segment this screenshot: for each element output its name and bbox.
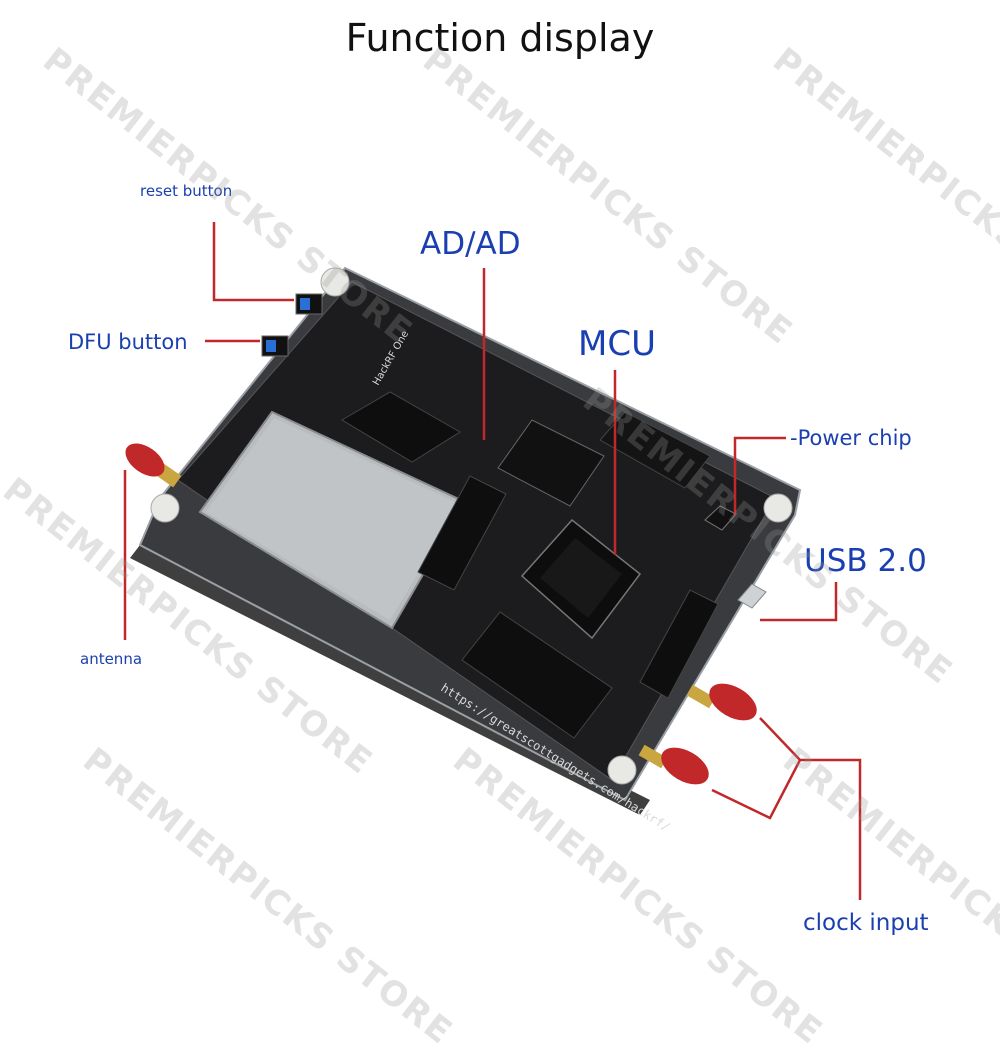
standoff-left [150, 493, 180, 523]
usb-label: USB 2.0 [804, 543, 927, 579]
hackrf-board-illustration: https://greatscottgadgets.com/hackrf/ Ha… [123, 222, 862, 900]
usb-leader [760, 582, 838, 622]
clock-input-connectors [638, 683, 757, 785]
power-chip-label: -Power chip [790, 426, 912, 450]
power-leader [733, 436, 786, 515]
header-bottom [461, 611, 613, 739]
antenna-connector [125, 443, 182, 488]
clock-leader-2 [711, 759, 802, 820]
clock-input-label: clock input [803, 910, 929, 936]
usb-port [737, 583, 767, 609]
clock-leader-1 [759, 717, 862, 900]
page-title: Function display [345, 16, 655, 60]
standoff-right [763, 493, 793, 523]
reset-button-label: reset button [140, 182, 233, 200]
dfu-button-label: DFU button [68, 330, 188, 354]
leader-lines [123, 222, 862, 900]
standoff-bottom [607, 755, 637, 785]
mcu-label: MCU [578, 324, 656, 364]
header-right [639, 589, 719, 699]
product-illustration: https://greatscottgadgets.com/hackrf/ Ha… [0, 16, 1000, 1053]
adc-chip [497, 419, 605, 507]
header-top-right [599, 411, 711, 489]
acrylic-case-bottom [130, 545, 650, 815]
header-left [341, 391, 461, 463]
adad-label: AD/AD [420, 226, 521, 262]
reset-leader [212, 222, 294, 302]
header-center [417, 475, 507, 591]
antenna-label: antenna [80, 650, 143, 668]
standoff-top [320, 267, 350, 297]
